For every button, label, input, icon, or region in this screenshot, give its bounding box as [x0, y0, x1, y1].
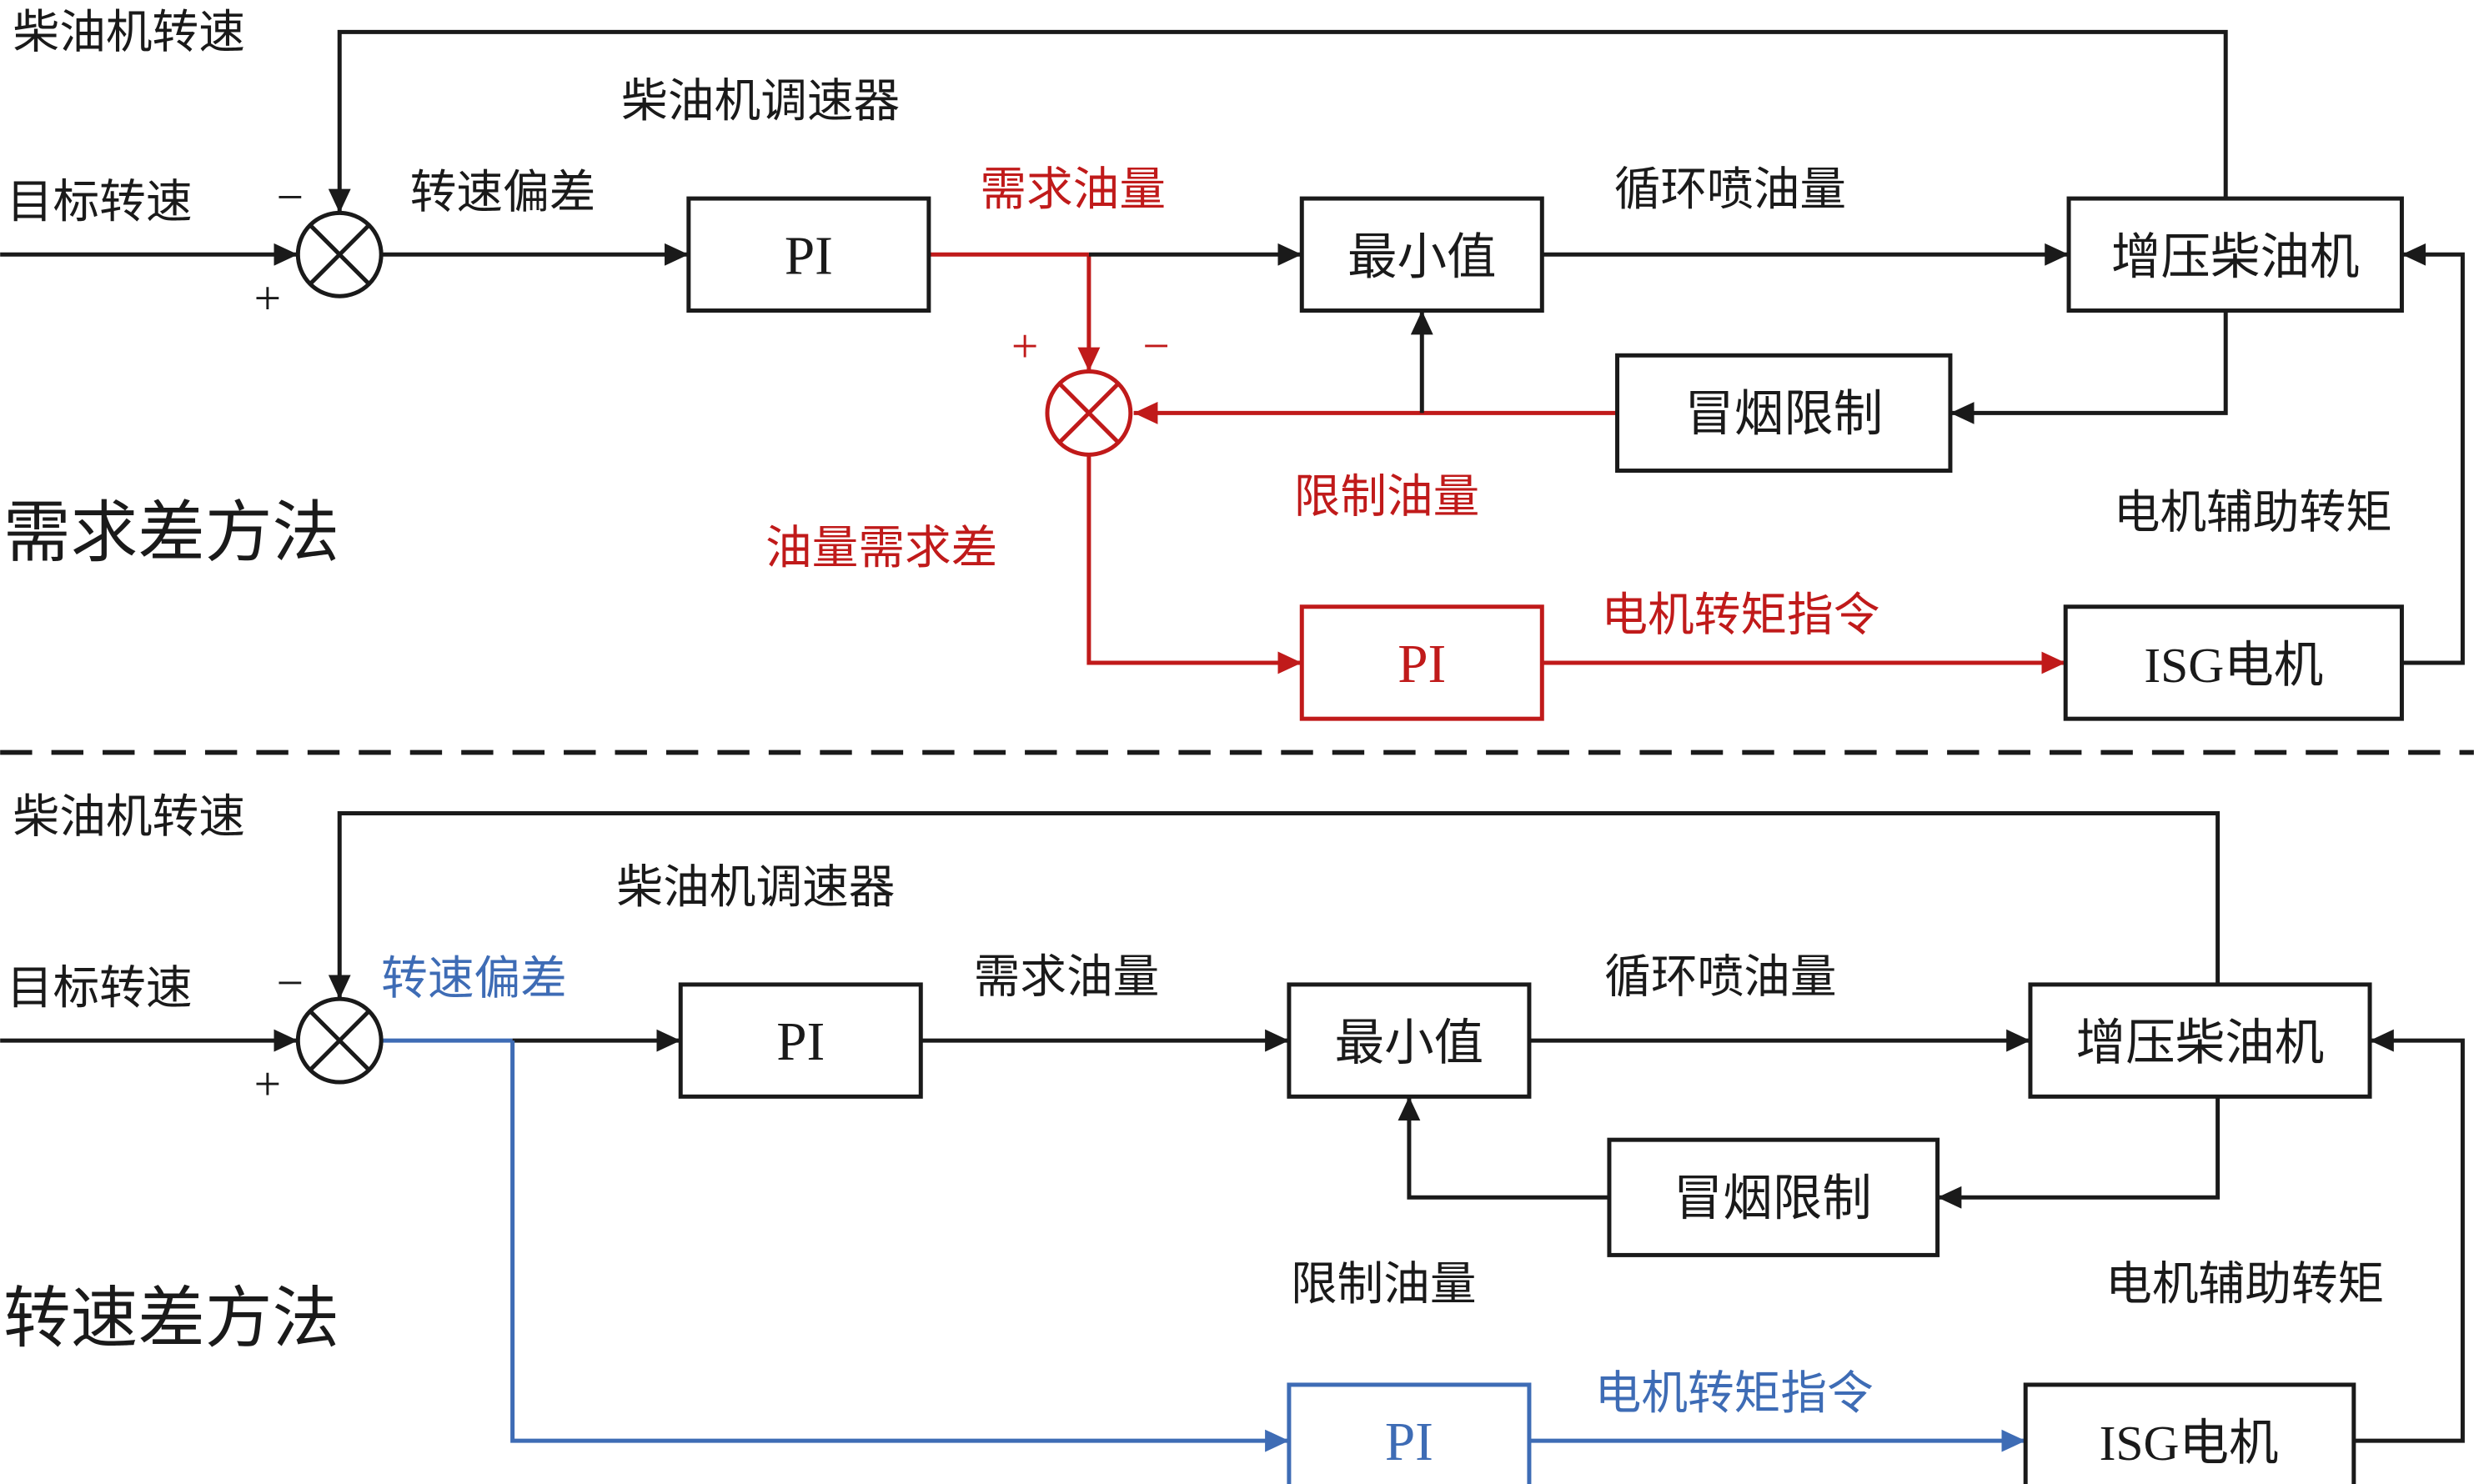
sum2-minus-sign: −: [1142, 320, 1169, 373]
cycle-injection-label: 循环喷油量: [1614, 164, 1846, 216]
engine-speed-label: 柴油机转速: [13, 791, 245, 843]
fuel-demand-diff-label: 油量需求差: [765, 523, 997, 574]
method-title: 转速差方法: [3, 1282, 339, 1356]
motor-assist-torque-line: [2401, 243, 2465, 665]
governor-caption-label: 柴油机调速器: [621, 76, 900, 128]
speed-error-branch-line: [510, 1040, 1289, 1452]
motor-pi-label: PI: [1398, 634, 1446, 694]
speed-deviation-label: 转速偏差: [410, 168, 596, 219]
smoke-limit-box: [1607, 1137, 1940, 1257]
engine-to-smoke-line: [1950, 310, 2228, 424]
motor-pi-label: PI: [1385, 1412, 1433, 1472]
sum1-plus-sign: +: [254, 272, 281, 324]
engine-speed-feedback-line: [328, 29, 2228, 213]
sum-junction-fuel: [1045, 368, 1133, 457]
sum-junction-cross: [309, 1010, 371, 1072]
sum-junction-cross: [1057, 382, 1120, 444]
engine-speed-label: 柴油机转速: [13, 8, 245, 59]
sum1-minus-sign: −: [276, 957, 303, 1010]
motor-assist-torque-label: 电机辅助转矩: [2114, 488, 2392, 539]
turbo-engine-box: [2028, 982, 2372, 1099]
sum1-minus-sign: −: [276, 171, 303, 223]
isg-motor-box: [2023, 1382, 2356, 1484]
motor-assist-torque-label: 电机辅助转矩: [2105, 1259, 2384, 1311]
isg-motor-box: [2063, 604, 2404, 721]
smoke-limit-box: [1615, 353, 1953, 474]
top-diagram: − + + − PI 最小值 增压柴油机 冒烟限制 PI ISG电机 柴油机转速…: [0, 8, 2465, 721]
engine-to-smoke-line: [1937, 1096, 2221, 1209]
min-value-box: [1299, 196, 1544, 313]
sum-junction-speed: [295, 210, 384, 298]
target-speed-label: 目标转速: [7, 177, 193, 228]
smoke-to-min-line: [1398, 1096, 1609, 1200]
motor-torque-cmd-label: 电机转矩指令: [1601, 590, 1879, 642]
governor-pi-box: [686, 196, 931, 313]
limit-fuel-label: 限制油量: [1291, 1259, 1477, 1311]
isg-motor-label: ISG电机: [2144, 638, 2323, 693]
limit-fuel-label: 限制油量: [1294, 471, 1480, 523]
motor-pi-box: [1287, 1382, 1532, 1484]
isg-motor-label: ISG电机: [2100, 1416, 2279, 1471]
bottom-diagram: − + PI 最小值 增压柴油机 冒烟限制 PI ISG电机 柴油机转速 目标转…: [0, 791, 2465, 1484]
sum2-plus-sign: +: [1011, 320, 1038, 373]
sum1-plus-sign: +: [254, 1058, 281, 1110]
sum-junction-cross: [309, 223, 371, 286]
turbo-engine-label: 增压柴油机: [2076, 1015, 2325, 1070]
turbo-engine-label: 增压柴油机: [2111, 229, 2360, 284]
speed-deviation-label: 转速偏差: [381, 953, 567, 1005]
fuel-demand-diff-line: [1086, 454, 1302, 674]
governor-caption-label: 柴油机调速器: [616, 862, 895, 914]
governor-pi-label: PI: [776, 1012, 825, 1072]
sum-junction-speed: [295, 996, 384, 1085]
engine-speed-feedback-line: [328, 810, 2221, 1000]
motor-torque-cmd-label: 电机转矩指令: [1595, 1368, 1874, 1420]
method-title: 需求差方法: [3, 496, 339, 570]
motor-assist-torque-line: [2353, 1029, 2465, 1443]
motor-pi-box: [1299, 604, 1544, 721]
min-value-box: [1287, 982, 1532, 1099]
smoke-limit-label: 冒烟限制: [1674, 1171, 1872, 1226]
demand-fuel-label: 需求油量: [980, 164, 1166, 216]
smoke-limit-label: 冒烟限制: [1684, 387, 1883, 442]
target-speed-label: 目标转速: [7, 963, 193, 1015]
min-value-label: 最小值: [1335, 1015, 1484, 1070]
cycle-injection-label: 循环喷油量: [1604, 952, 1836, 1004]
governor-pi-label: PI: [785, 226, 833, 286]
demand-fuel-label: 需求油量: [974, 952, 1160, 1004]
turbo-engine-box: [2066, 196, 2404, 313]
min-value-label: 最小值: [1347, 229, 1497, 284]
governor-pi-box: [678, 982, 923, 1099]
